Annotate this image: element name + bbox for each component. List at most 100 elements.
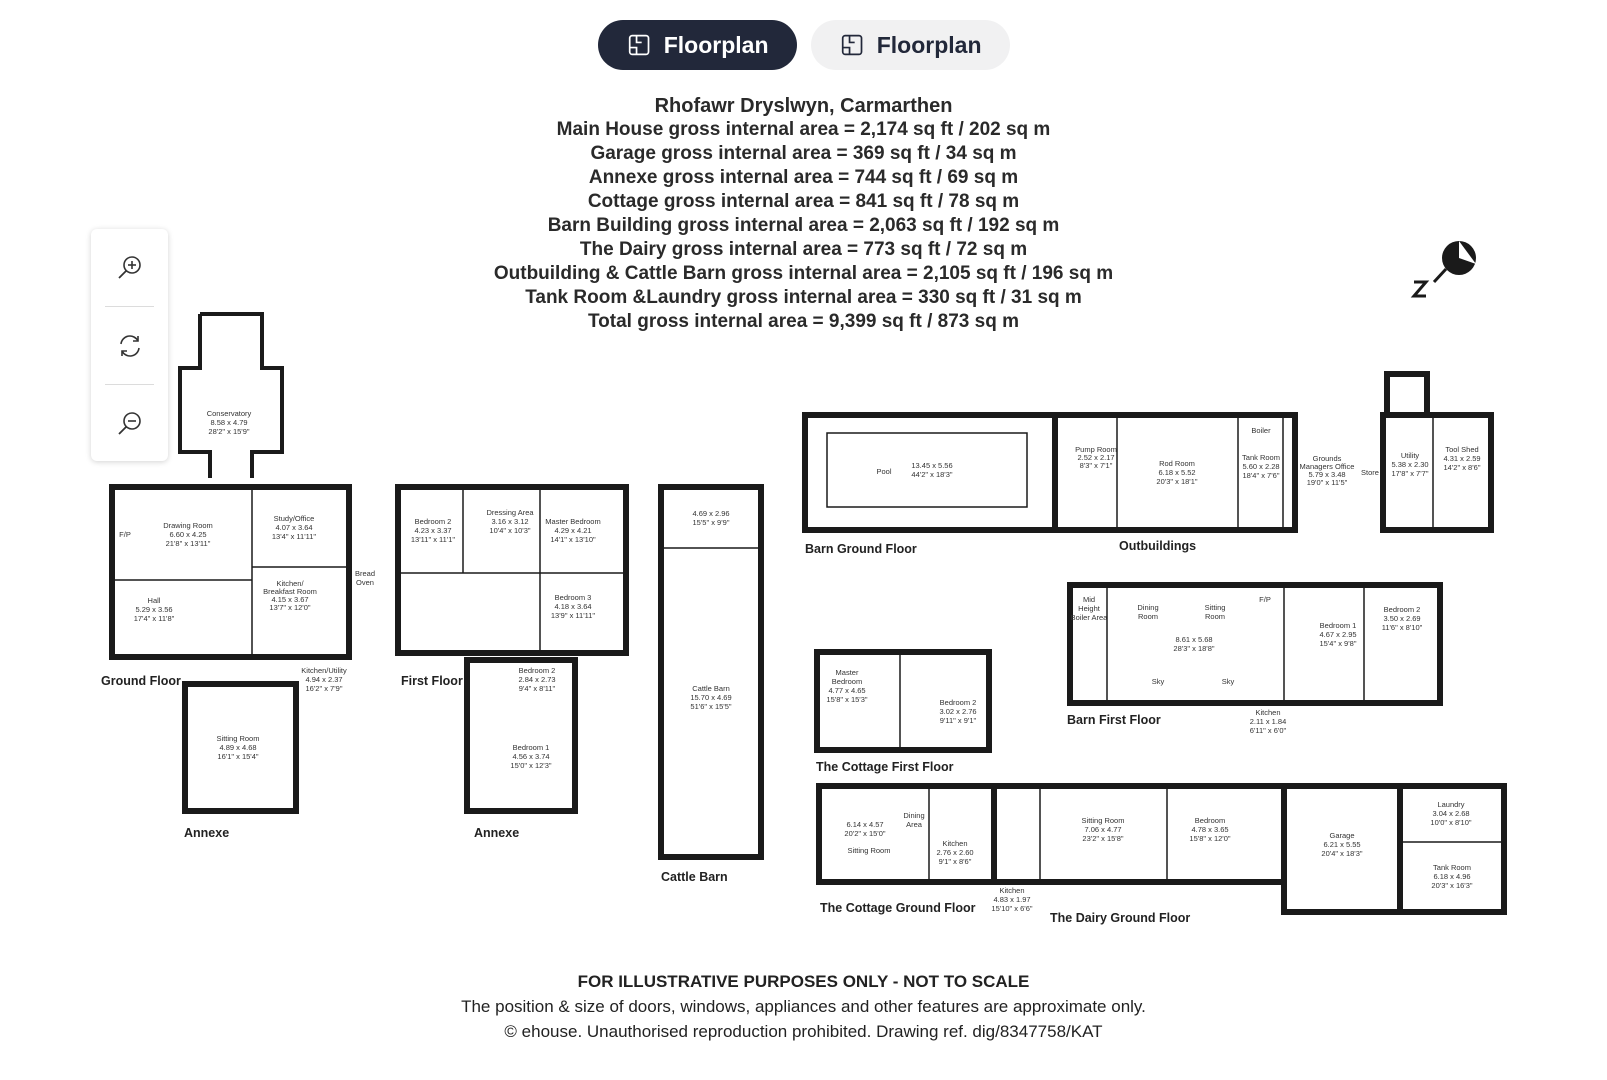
wall xyxy=(1067,582,1443,706)
floor-label: Outbuildings xyxy=(1119,539,1197,553)
zoom-out-icon xyxy=(117,411,141,435)
copyright-text: © ehouse. Unauthorised reproduction proh… xyxy=(504,1022,1103,1041)
wall xyxy=(1052,412,1298,533)
tab-floorplan-2[interactable]: Floorplan xyxy=(810,20,1010,70)
room-label: 4.56 x 3.74 xyxy=(512,752,549,761)
room-label: 19'0" x 11'5" xyxy=(1307,478,1348,487)
room-label: 16'2" x 7'9" xyxy=(306,684,343,693)
room-label: Bedroom 2 xyxy=(1384,605,1421,614)
floorplan-icon xyxy=(841,34,862,56)
reset-button[interactable] xyxy=(91,307,168,384)
room-label: 4.89 x 4.68 xyxy=(219,743,256,752)
room-label: 9'1" x 8'6" xyxy=(939,857,972,866)
room-label: Area xyxy=(906,820,923,829)
room-label: Drawing Room xyxy=(163,521,213,530)
zoom-in-icon xyxy=(117,255,141,279)
room-label: Bedroom xyxy=(832,677,862,686)
area-line: Cottage gross internal area = 841 sq ft … xyxy=(587,191,1020,212)
room-label: 14'2" x 8'6" xyxy=(1444,463,1481,472)
zoom-out-button[interactable] xyxy=(91,385,168,462)
room-label: Height xyxy=(1078,604,1101,613)
room-label: Sitting xyxy=(1205,603,1226,612)
room-label: 11'6" x 8'10" xyxy=(1382,623,1423,632)
room-label: Boiler Area xyxy=(1071,613,1109,622)
tab-label: Floorplan xyxy=(876,31,982,58)
room-label: 8'3" x 7'1" xyxy=(1080,461,1113,470)
area-line: Outbuilding & Cattle Barn gross internal… xyxy=(493,263,1114,284)
room-label: 2.52 x 2.17 xyxy=(1077,453,1114,462)
room-label: 8.58 x 4.79 xyxy=(210,418,247,427)
wall xyxy=(395,484,629,656)
room-label: 20'3" x 18'1" xyxy=(1156,477,1197,486)
wall xyxy=(464,657,578,814)
room-label: 20'2" x 15'0" xyxy=(844,829,885,838)
room-label: Managers Office xyxy=(1300,462,1355,471)
room-label: 23'2" x 15'8" xyxy=(1082,834,1123,843)
area-line: Total gross internal area = 9,399 sq ft … xyxy=(587,311,1020,332)
room-label: 20'3" x 16'3" xyxy=(1431,881,1472,890)
room-label: Kitchen xyxy=(1255,708,1280,717)
disclaimer-title: FOR ILLUSTRATIVE PURPOSES ONLY - NOT TO … xyxy=(577,972,1030,991)
room-label: 4.07 x 3.64 xyxy=(275,523,312,532)
area-line: The Dairy gross internal area = 773 sq f… xyxy=(579,239,1028,260)
room-label: Sitting Room xyxy=(848,846,891,855)
room-label: Hall xyxy=(148,596,161,605)
room-label: 13'4" x 11'11" xyxy=(272,532,317,541)
floor-label: The Cottage First Floor xyxy=(816,760,954,774)
room-label: Bedroom 2 xyxy=(940,698,977,707)
property-title: Rhofawr Dryslwyn, Carmarthen xyxy=(654,95,953,117)
room-label: 6'11" x 6'0" xyxy=(1250,726,1287,735)
floor-label: Ground Floor xyxy=(101,674,181,688)
floor-label: Annexe xyxy=(184,826,230,840)
room-label: 51'6" x 15'5" xyxy=(690,702,731,711)
area-line: Garage gross internal area = 369 sq ft /… xyxy=(590,143,1017,164)
room-label: Sitting Room xyxy=(1082,816,1125,825)
floorplan-icon xyxy=(628,34,649,56)
room-label: 4.31 x 2.59 xyxy=(1443,454,1480,463)
room-label: 3.16 x 3.12 xyxy=(491,517,528,526)
room-label: 10'4" x 10'3" xyxy=(489,526,530,535)
room-label: Grounds xyxy=(1313,454,1342,463)
tab-floorplan-1[interactable]: Floorplan xyxy=(597,20,797,70)
room-label: 13.45 x 5.56 xyxy=(911,461,952,470)
room-label: 13'7" x 12'0" xyxy=(269,603,310,612)
room-label: 20'4" x 18'3" xyxy=(1321,849,1362,858)
floorplan-header: Rhofawr Dryslwyn, Carmarthen Main House … xyxy=(0,94,1607,334)
reset-icon xyxy=(119,334,140,357)
divider xyxy=(105,306,154,307)
room-label: Kitchen xyxy=(999,886,1024,895)
room-label: Bedroom xyxy=(1195,816,1225,825)
room-label: 9'4" x 8'11" xyxy=(519,684,556,693)
floor-label: Barn Ground Floor xyxy=(805,542,917,556)
room-label: Bedroom 2 xyxy=(519,666,556,675)
room-label: Tool Shed xyxy=(1445,445,1478,454)
room-label: 5.60 x 2.28 xyxy=(1242,462,1279,471)
floor-label: Barn First Floor xyxy=(1067,713,1161,727)
wall xyxy=(178,312,284,478)
room-label: 2.76 x 2.60 xyxy=(936,848,973,857)
room-label: 21'8" x 13'11" xyxy=(166,539,211,548)
room-label: 17'4" x 11'8" xyxy=(134,614,175,623)
area-line: Annexe gross internal area = 744 sq ft /… xyxy=(588,167,1019,188)
room-label: 5.29 x 3.56 xyxy=(135,605,172,614)
wall xyxy=(1380,412,1494,533)
room-label: Kitchen/Utility xyxy=(301,666,347,675)
room-label: 6.14 x 4.57 xyxy=(846,820,883,829)
floorplan-tabs: Floorplan Floorplan xyxy=(0,20,1607,70)
room-label: 44'2" x 18'3" xyxy=(911,470,952,479)
room-label: 10'0" x 8'10" xyxy=(1430,818,1471,827)
room-label: 15'10" x 6'6" xyxy=(991,904,1032,913)
room-label: Dining xyxy=(1137,603,1158,612)
room-label: 4.18 x 3.64 xyxy=(554,602,591,611)
room-label: Pool xyxy=(876,467,891,476)
room-label: Room xyxy=(1138,612,1158,621)
zoom-in-button[interactable] xyxy=(91,229,168,306)
wall xyxy=(658,484,764,860)
room-label: Sitting Room xyxy=(217,734,260,743)
wall xyxy=(1384,371,1430,418)
wall xyxy=(1397,783,1507,915)
room-label: 4.69 x 2.96 xyxy=(692,509,729,518)
room-label: Boiler xyxy=(1251,426,1271,435)
room-label: 28'3" x 18'8" xyxy=(1173,644,1214,653)
